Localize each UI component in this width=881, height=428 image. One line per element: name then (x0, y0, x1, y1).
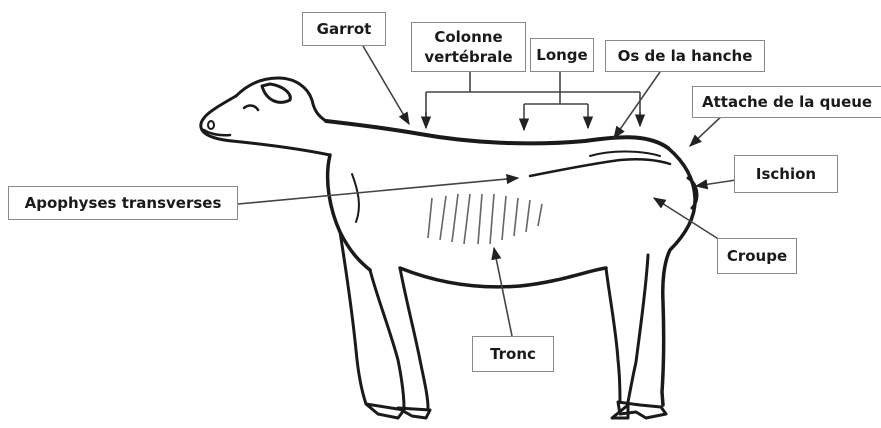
label-tronc: Tronc (472, 336, 554, 372)
rib-shading (428, 194, 542, 244)
sheep-body-outline (201, 78, 697, 418)
garrot-leader (363, 46, 409, 124)
tronc-leader (494, 248, 512, 336)
label-croupe: Croupe (717, 238, 797, 274)
label-ischion: Ischion (734, 155, 838, 193)
label-longe: Longe (530, 38, 594, 72)
colonne-bracket (426, 72, 640, 126)
longe-bracket (524, 72, 588, 104)
label-apophyses-transverses: Apophyses transverses (8, 186, 238, 220)
croupe-leader (654, 198, 720, 240)
label-attache-de-la-queue: Attache de la queue (692, 86, 881, 118)
os-hanche-leader (614, 72, 660, 138)
label-colonne-vertebrale: Colonne vertébrale (411, 22, 526, 72)
ischion-leader (696, 180, 736, 186)
label-os-de-la-hanche: Os de la hanche (605, 40, 765, 72)
apophyses-leader (238, 178, 518, 204)
label-garrot: Garrot (302, 12, 386, 46)
